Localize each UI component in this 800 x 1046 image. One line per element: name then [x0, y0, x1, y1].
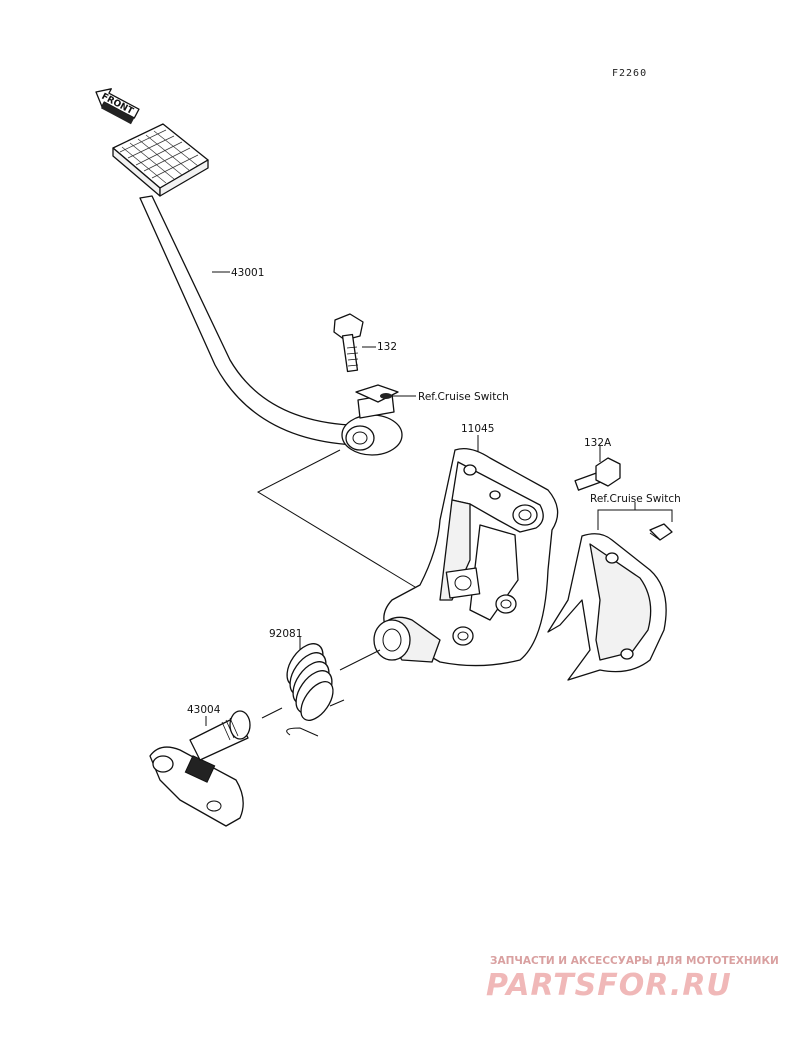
bracket-11045-part	[373, 447, 559, 667]
label-bolt-top: 132	[377, 341, 397, 353]
label-spring: 92081	[269, 628, 302, 640]
label-cruise-switch-right: Ref.Cruise Switch	[590, 493, 681, 505]
bolt-132a-part	[574, 457, 621, 491]
bolt-132-part	[333, 313, 364, 373]
brake-pedal-part	[112, 123, 403, 456]
watermark-logo: PARTSFOR.RU	[486, 968, 732, 1003]
watermark-tagline: ЗАПЧАСТИ И АКСЕССУАРЫ ДЛЯ МОТОТЕХНИКИ	[490, 955, 779, 967]
spring-92081-part	[286, 643, 345, 737]
shaft-43004-part	[149, 710, 251, 827]
label-bolt-right: 132A	[584, 437, 612, 449]
label-bracket: 11045	[461, 423, 494, 435]
cruise-switch-bracket-top	[355, 384, 399, 403]
cover-plate-part	[547, 533, 667, 681]
label-shaft: 43004	[187, 704, 221, 716]
front-arrow-icon: FRONT	[95, 88, 140, 125]
small-screw-part	[649, 523, 673, 541]
label-cruise-switch-top: Ref.Cruise Switch	[418, 391, 509, 403]
label-pedal: 43001	[231, 267, 264, 279]
diagram-code: F2260	[612, 68, 647, 79]
